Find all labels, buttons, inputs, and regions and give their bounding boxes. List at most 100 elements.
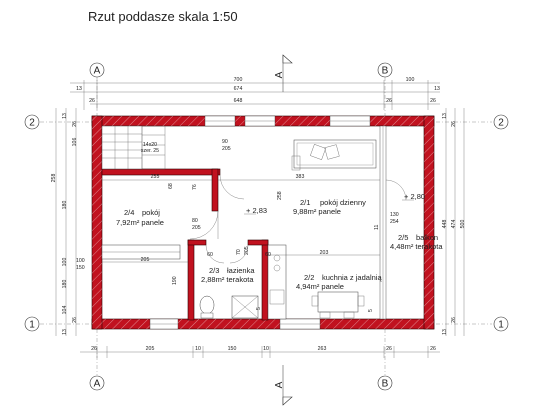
svg-text:2,88m² terakota: 2,88m² terakota [201,275,254,284]
svg-text:10: 10 [263,346,269,352]
svg-text:180: 180 [62,280,68,289]
svg-text:104: 104 [62,306,68,315]
axis-marker-b-top: B [377,62,393,78]
svg-text:1: 1 [498,320,504,331]
svg-text:648: 648 [234,98,243,104]
svg-text:205: 205 [192,225,201,231]
dimensions-left: 13 26 106 258 180 100 180 104 26 13 [51,108,78,336]
svg-text:203: 203 [320,250,329,256]
svg-text:11: 11 [374,225,380,230]
svg-text:26: 26 [72,317,78,323]
svg-text:26: 26 [430,346,436,352]
svg-text:68: 68 [168,183,174,189]
svg-text:13: 13 [62,113,68,119]
svg-text:5: 5 [368,309,374,312]
axis-marker-b-bottom: B [377,375,393,391]
svg-text:B: B [382,379,389,390]
svg-text:180: 180 [62,201,68,210]
svg-text:kuchnia z jadalnią: kuchnia z jadalnią [322,273,382,282]
svg-text:4,94m² panele: 4,94m² panele [296,282,344,291]
svg-text:2: 2 [29,118,35,129]
svg-text:13: 13 [76,86,82,92]
svg-text:5: 5 [256,307,262,310]
svg-text:13: 13 [62,329,68,335]
room-2-2-label: 2/2 kuchnia z jadalnią 4,94m² panele [296,273,382,291]
dimensions-right: 13 26 448 474 500 26 13 [442,108,466,336]
svg-text:106: 106 [72,138,78,147]
stairs: 14x20 szer. 25 [101,125,166,170]
svg-text:2/3: 2/3 [209,266,219,275]
svg-text:7,92m² panele: 7,92m² panele [116,218,164,227]
svg-text:+ 2,83: + 2,83 [246,206,267,215]
dimensions-bottom: 26 205 10 150 10 263 26 26 [80,346,440,358]
svg-text:130: 130 [390,212,399,218]
level-mark-2: + 2,80 [402,192,425,201]
svg-text:70: 70 [236,249,242,255]
svg-text:2/2: 2/2 [304,273,314,282]
sofa [291,139,377,171]
svg-text:100: 100 [406,77,415,83]
bathroom-fixtures [199,295,259,319]
svg-text:4,48m² terakota: 4,48m² terakota [390,242,443,251]
plan-title: Rzut poddasze skala 1:50 [88,9,238,24]
svg-text:255: 255 [151,174,160,180]
door-labels: 90 205 80 205 70 205 130 254 100 150 [76,139,399,271]
svg-text:700: 700 [234,77,243,83]
svg-text:80: 80 [192,218,198,224]
svg-text:26: 26 [89,98,95,104]
svg-text:258: 258 [277,191,283,200]
axis-marker-2-left: 2 [24,114,40,130]
svg-text:13: 13 [442,329,448,335]
svg-text:26: 26 [72,121,78,127]
svg-text:205: 205 [222,146,231,152]
svg-text:2/1: 2/1 [300,198,310,207]
svg-text:2/5: 2/5 [398,233,408,242]
axis-marker-a-top: A [89,62,105,78]
axis-marker-1-left: 1 [24,316,40,332]
svg-text:1: 1 [29,320,35,331]
svg-text:90: 90 [222,139,228,145]
svg-text:A: A [94,66,101,77]
svg-text:263: 263 [318,346,327,352]
svg-text:383: 383 [296,174,305,180]
dining-table [311,291,365,319]
svg-text:łazienka: łazienka [227,266,255,275]
svg-text:26: 26 [386,98,392,104]
svg-text:150: 150 [76,265,85,271]
svg-text:A: A [94,379,101,390]
svg-text:674: 674 [234,86,243,92]
svg-text:205: 205 [146,346,155,352]
svg-text:A: A [274,71,285,78]
svg-text:10: 10 [195,346,201,352]
wardrobe [101,244,181,260]
svg-text:190: 190 [172,276,178,285]
svg-text:26: 26 [451,317,457,323]
svg-text:balkon: balkon [416,233,438,242]
svg-text:14x20: 14x20 [143,142,157,148]
level-mark-1: + 2,83 [244,206,267,215]
svg-text:76: 76 [192,184,198,190]
kitchen-counter [267,244,287,320]
svg-text:2: 2 [498,118,504,129]
svg-text:26: 26 [91,346,97,352]
room-2-3-label: 2/3 łazienka 2,88m² terakota [201,266,255,284]
svg-text:500: 500 [460,220,466,229]
svg-text:9,88m² panele: 9,88m² panele [293,207,341,216]
svg-text:60: 60 [207,252,213,258]
svg-text:100: 100 [76,258,85,264]
door-swings [189,174,407,264]
svg-text:448: 448 [442,220,448,229]
svg-text:474: 474 [451,220,457,229]
section-marker-bottom: A [274,365,293,406]
axis-marker-1-right: 1 [493,316,509,332]
windows [149,115,387,330]
section-marker-top: A [274,54,293,92]
svg-text:254: 254 [390,219,399,225]
svg-text:60: 60 [265,252,271,258]
svg-text:2/4: 2/4 [124,208,134,217]
axis-marker-2-right: 2 [493,114,509,130]
svg-text:13: 13 [434,86,440,92]
svg-text:100: 100 [62,258,68,267]
svg-text:205: 205 [141,257,150,263]
svg-text:B: B [382,66,389,77]
